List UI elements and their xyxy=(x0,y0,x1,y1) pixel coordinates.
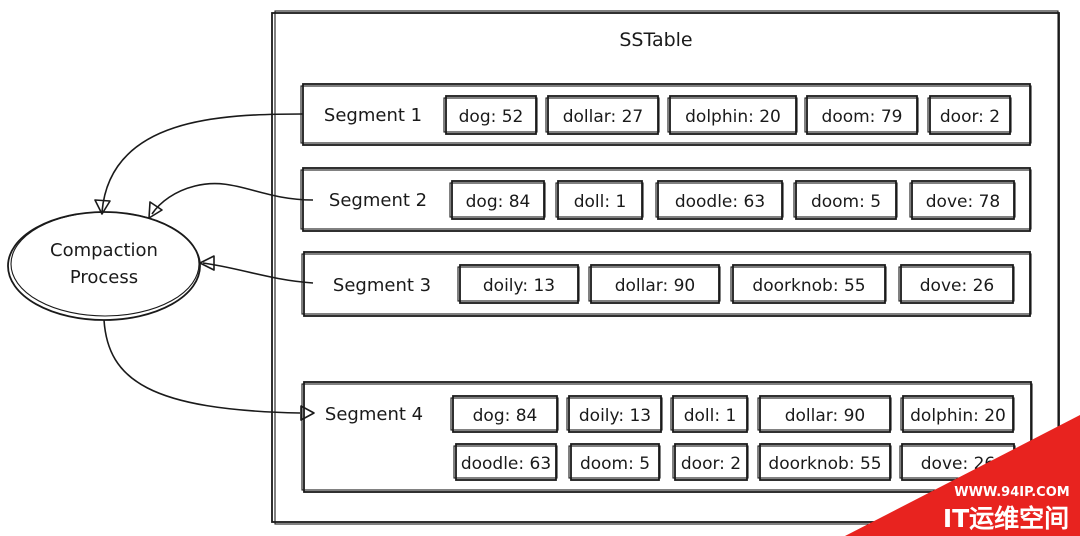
segment-label: Segment 4 xyxy=(325,404,423,425)
entry: dolphin: 20 xyxy=(685,107,781,127)
entry: doom: 79 xyxy=(822,107,903,127)
entry: doll: 1 xyxy=(574,192,627,212)
entry: doodle: 63 xyxy=(675,192,765,212)
entry: dove: 78 xyxy=(926,192,1000,212)
segment-label: Segment 2 xyxy=(329,190,427,211)
entry: doorknob: 55 xyxy=(752,276,865,296)
entry: doodle: 63 xyxy=(461,454,551,474)
segment-3-entries: doily: 13 dollar: 90 doorknob: 55 dove: … xyxy=(457,264,1015,304)
entry: doom: 5 xyxy=(580,454,650,474)
entry: doily: 13 xyxy=(483,276,555,296)
segment-1-entries: dog: 52 dollar: 27 dolphin: 20 doom: 79 … xyxy=(443,95,1012,135)
entry: dove: 26 xyxy=(920,276,994,296)
entry: dollar: 27 xyxy=(563,107,644,127)
entry: dog: 52 xyxy=(459,107,524,127)
segment-4-entries: dog: 84 doily: 13 doll: 1 dollar: 90 dol… xyxy=(450,395,1016,481)
arrow-segment-1-to-process xyxy=(94,113,304,215)
watermark: WWW.94IP.COM IT运维空间 xyxy=(845,415,1080,536)
process-label-line1: Compaction xyxy=(50,240,158,261)
entry: dog: 84 xyxy=(473,406,538,426)
watermark-brand: IT运维空间 xyxy=(943,504,1069,533)
entry: dollar: 90 xyxy=(785,406,866,426)
compaction-process-node: Compaction Process xyxy=(7,211,201,321)
watermark-triangle xyxy=(845,415,1080,536)
entry: dollar: 90 xyxy=(615,276,696,296)
arrow-segment-3-to-process xyxy=(199,255,314,284)
process-label-line2: Process xyxy=(70,267,138,288)
entry: doorknob: 55 xyxy=(768,454,881,474)
sstable-title: SSTable xyxy=(619,29,692,51)
segment-label: Segment 3 xyxy=(333,275,431,296)
arrow-process-to-segment-4 xyxy=(103,319,315,421)
entry: door: 2 xyxy=(940,107,1000,127)
entry: door: 2 xyxy=(681,454,741,474)
segment-label: Segment 1 xyxy=(324,105,422,126)
entry: doom: 5 xyxy=(811,192,881,212)
segment-2-entries: dog: 84 doll: 1 doodle: 63 doom: 5 dove:… xyxy=(449,180,1016,220)
entry: doll: 1 xyxy=(684,406,737,426)
arrow-segment-2-to-process xyxy=(148,182,314,219)
entry: doily: 13 xyxy=(579,406,651,426)
entry: dolphin: 20 xyxy=(910,406,1006,426)
segment-row-1: Segment 1 xyxy=(300,83,1032,146)
entry: dog: 84 xyxy=(466,192,531,212)
watermark-url: WWW.94IP.COM xyxy=(954,485,1069,500)
